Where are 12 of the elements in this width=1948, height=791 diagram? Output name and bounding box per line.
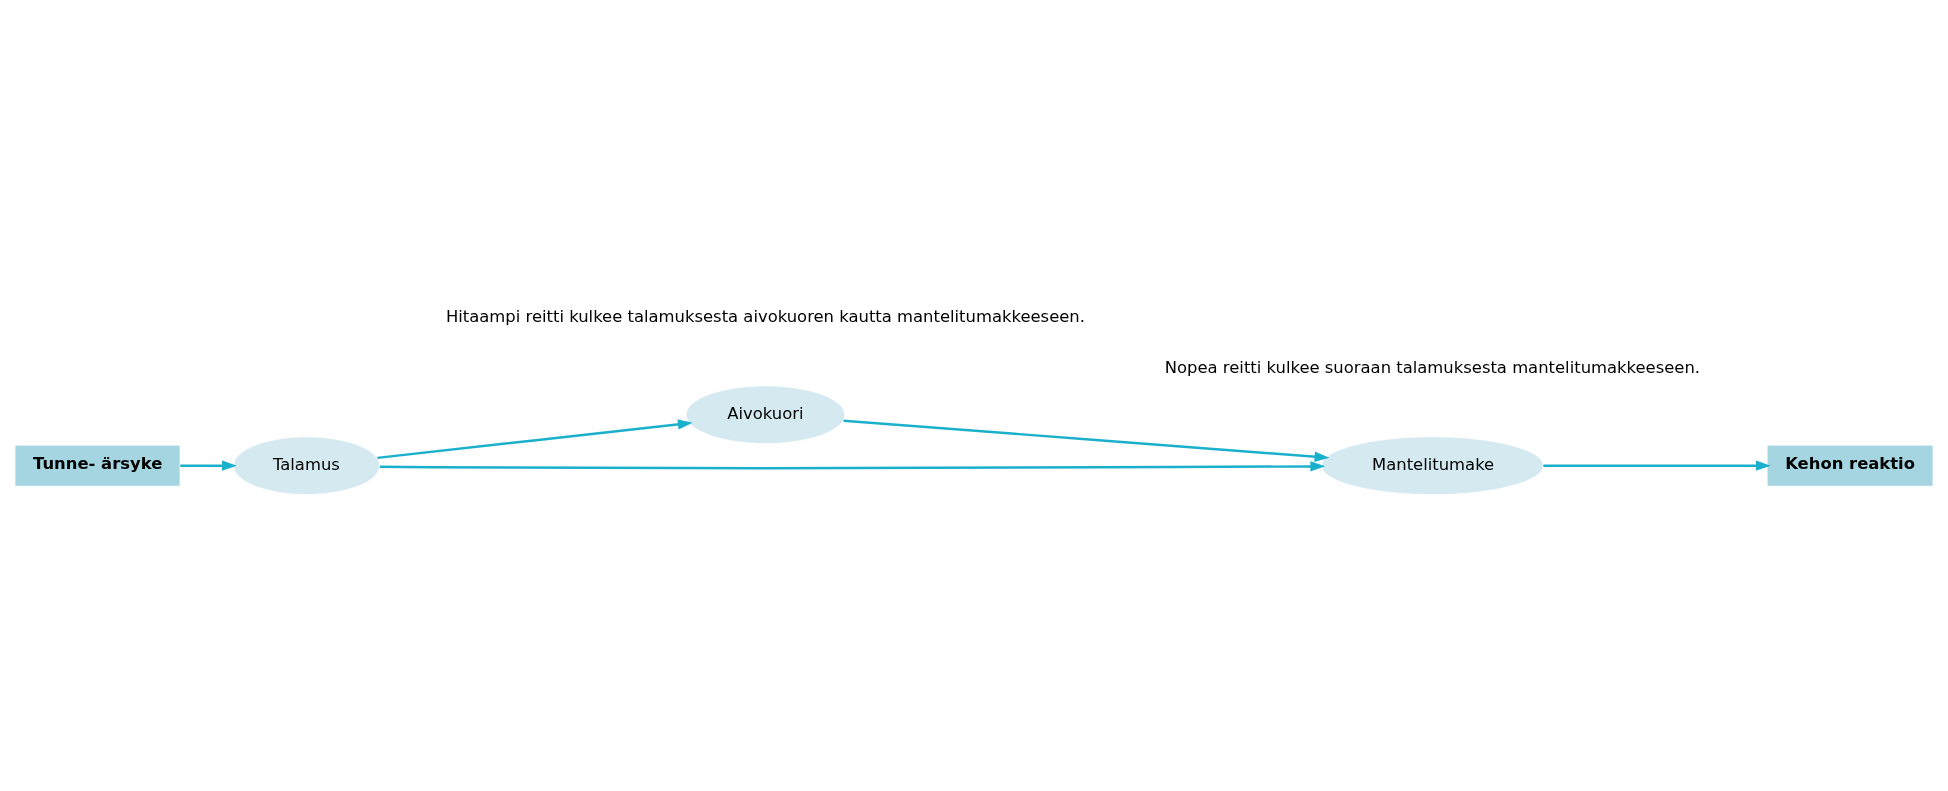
arrow [379, 460, 1326, 472]
node-box: Tunne- ärsyke [14, 444, 181, 487]
node-box: Kehon reaktio [1766, 444, 1934, 487]
arrow [180, 460, 237, 471]
node-ellipse: Talamus [232, 435, 381, 495]
node-ellipse: Aivokuori [685, 384, 846, 444]
arrow [843, 418, 1330, 462]
node-ellipse: Mantelitumake [1321, 435, 1544, 495]
label: Nopea reitti kulkee suoraan talamuksesta mantelitumakkeeseen. [1164, 357, 1701, 377]
arrow [1543, 460, 1771, 471]
label: Hitaampi reitti kulkee talamuksesta aivokuoren kautta mantelitumakkeeseen. [445, 306, 1085, 326]
arrow [377, 418, 693, 459]
